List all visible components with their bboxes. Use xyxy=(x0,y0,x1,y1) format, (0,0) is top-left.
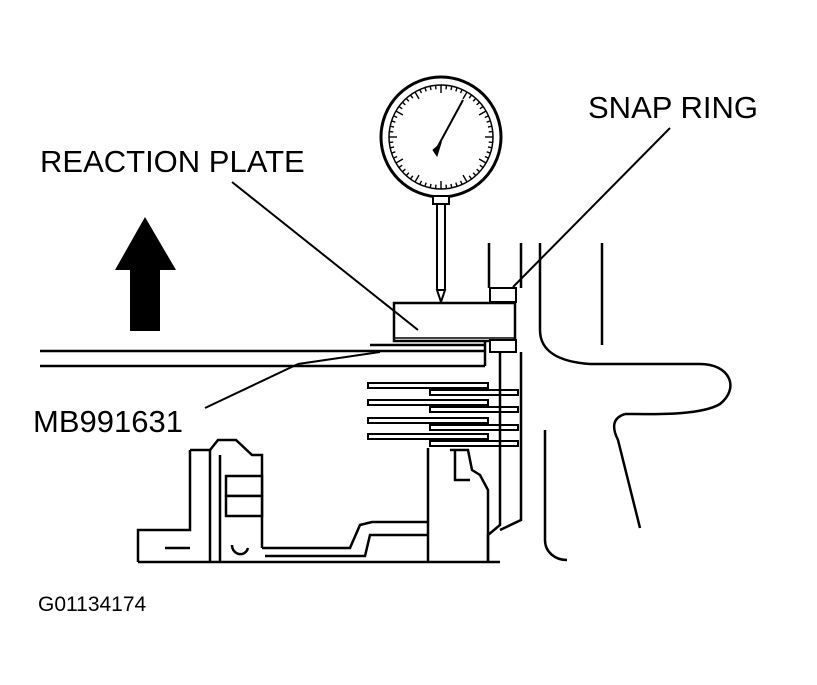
clutch-plate xyxy=(367,433,489,440)
gauge-tick xyxy=(484,155,489,159)
gauge-tick xyxy=(429,183,432,189)
gauge-tick xyxy=(462,91,468,100)
gauge-tick xyxy=(484,115,489,119)
clutch-plate xyxy=(429,406,519,413)
gauge-tick xyxy=(478,158,487,164)
gauge-tick xyxy=(455,87,458,92)
gauge-tick xyxy=(405,172,410,177)
gauge-tick xyxy=(429,85,432,91)
gauge-tick xyxy=(401,101,406,106)
gauge-tick xyxy=(391,120,396,123)
clutch-plate xyxy=(429,424,519,431)
gauge-tick xyxy=(391,151,396,154)
hub-assembly xyxy=(136,438,500,564)
gauge-tick xyxy=(389,146,395,149)
gauge-tick xyxy=(389,125,395,128)
gauge-tick xyxy=(459,180,463,185)
gauge-tick xyxy=(486,120,491,123)
gauge-tick xyxy=(472,172,477,177)
clutch-plate xyxy=(429,389,519,396)
gauge-tick xyxy=(450,183,453,189)
tool-shaft xyxy=(40,340,487,368)
gauge-tick xyxy=(476,101,481,106)
gauge-tick xyxy=(409,175,414,180)
clutch-plate xyxy=(367,382,489,389)
clutch-housing xyxy=(486,243,732,562)
gauge-tick xyxy=(419,89,423,94)
clutch-plate xyxy=(367,417,489,424)
gauge-tick xyxy=(487,125,493,128)
arrow-up-icon xyxy=(115,217,176,331)
gauge-tick xyxy=(424,87,427,92)
gauge-tick xyxy=(487,146,493,149)
clutch-plate xyxy=(429,440,519,447)
gauge-tick xyxy=(462,174,468,183)
gauge-tick xyxy=(398,164,403,169)
snap-ring-label: SNAP RING xyxy=(588,90,758,125)
gauge-tick xyxy=(479,105,484,110)
gauge-tick xyxy=(468,94,473,99)
gauge-tick xyxy=(398,105,403,110)
gauge-tick xyxy=(405,97,410,102)
gauge-tick xyxy=(419,180,423,185)
tool-label: MB991631 xyxy=(33,404,183,439)
gauge-tick xyxy=(395,110,404,116)
reaction-plate-label: REACTION PLATE xyxy=(40,144,305,179)
gauge-tick xyxy=(486,151,491,154)
clutch-plates xyxy=(367,382,519,447)
gauge-tick xyxy=(455,182,458,187)
gauge-tick xyxy=(414,91,420,100)
snap-ring xyxy=(489,287,517,353)
gauge-tick xyxy=(409,94,414,99)
gauge-tick xyxy=(393,155,398,159)
leader-lines xyxy=(204,127,671,409)
dial-gauge-icon xyxy=(379,75,503,306)
gauge-tick xyxy=(468,175,473,180)
gauge-tick xyxy=(424,182,427,187)
gauge-tick xyxy=(478,110,487,116)
gauge-tick xyxy=(479,164,484,169)
gauge-tick xyxy=(395,158,404,164)
reaction-plate xyxy=(392,301,517,343)
gauge-tick xyxy=(472,97,477,102)
gauge-tick xyxy=(393,115,398,119)
gauge-tick xyxy=(459,89,463,94)
figure-id-label: G01134174 xyxy=(38,593,147,616)
gauge-tick xyxy=(476,168,481,173)
clutch-plate xyxy=(367,399,489,406)
gauge-tick xyxy=(401,168,406,173)
gauge-tick xyxy=(450,85,453,91)
gauge-tick xyxy=(414,174,420,183)
